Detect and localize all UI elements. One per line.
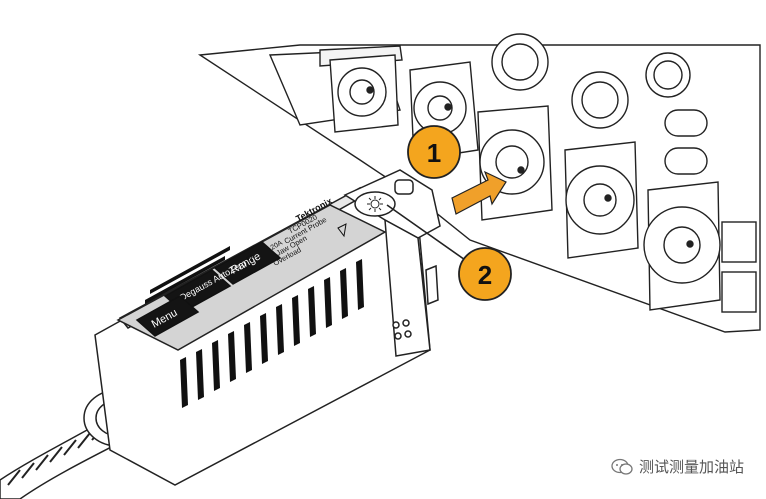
warning-triangle-icon xyxy=(337,223,347,238)
probe-status-led xyxy=(354,191,396,217)
callout-1-number: 1 xyxy=(427,138,441,168)
wechat-icon xyxy=(611,458,633,475)
current-probe: Range Degauss AutoZero Menu Tektronix TC… xyxy=(0,169,441,499)
callout-2-number: 2 xyxy=(478,260,492,290)
panel-knob-top-right xyxy=(571,52,691,129)
callout-2: 2 xyxy=(458,247,512,301)
side-port xyxy=(721,271,757,313)
bnc-input-5 xyxy=(643,181,721,311)
watermark: 测试测量加油站 xyxy=(611,456,744,477)
panel-knob-top-left xyxy=(491,33,549,91)
probe-cable xyxy=(0,419,127,499)
side-port xyxy=(721,221,757,263)
bnc-input-target xyxy=(477,105,553,221)
insert-direction-arrow xyxy=(451,170,507,215)
bnc-input-1 xyxy=(329,54,399,133)
callout-1: 1 xyxy=(407,125,461,179)
probe-vent-ribs xyxy=(145,246,364,408)
probe-range-5a: 5A xyxy=(246,253,257,263)
callout-2-leader-line xyxy=(386,204,469,263)
bnc-input-4 xyxy=(564,141,639,259)
menu-button[interactable]: Menu xyxy=(135,295,200,337)
watermark-text: 测试测量加油站 xyxy=(638,458,744,476)
panel-slot xyxy=(664,109,708,137)
panel-slot xyxy=(664,147,708,175)
